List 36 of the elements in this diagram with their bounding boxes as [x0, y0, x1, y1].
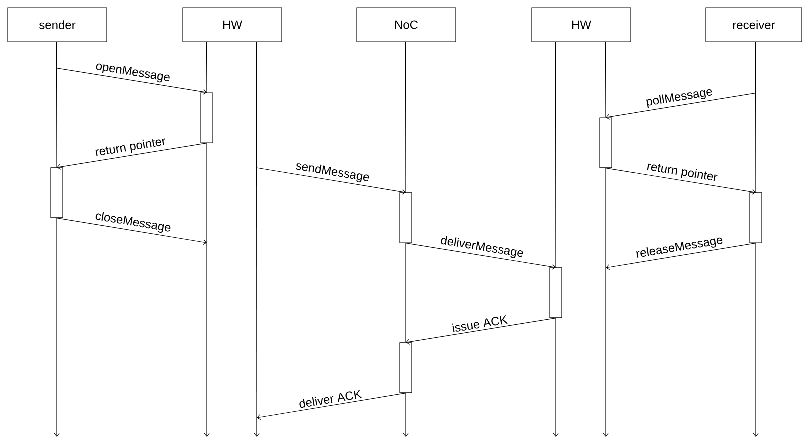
activation-bar	[600, 118, 612, 168]
edge-label: sendMessage	[294, 160, 372, 186]
lifeline	[403, 42, 409, 437]
edge-label: pollMessage	[644, 86, 715, 110]
lifeline	[204, 42, 210, 437]
message-arrow	[256, 168, 406, 195]
lifeline	[753, 42, 759, 437]
participant-box: HW	[532, 8, 632, 42]
edge-label: return pointer	[645, 160, 720, 186]
lifeline	[254, 42, 260, 437]
lifeline	[553, 42, 559, 437]
participant-box: receiver	[706, 8, 802, 42]
activation-bar	[200, 92, 214, 144]
message-arrow	[56, 218, 207, 246]
message-arrow	[56, 68, 207, 95]
activation-bar	[400, 342, 412, 394]
edge-label: issue ACK	[450, 314, 510, 334]
participant-box: HW	[182, 8, 282, 42]
activation-bar	[550, 268, 562, 318]
message-arrow	[406, 242, 556, 270]
activation-bar	[50, 168, 64, 218]
message-arrow	[257, 392, 406, 420]
message-arrow	[57, 142, 208, 170]
activation-bar	[400, 192, 412, 244]
lifeline	[54, 42, 60, 437]
message-arrow	[606, 168, 756, 195]
edge-label: openMessage	[94, 60, 172, 86]
participant-box: sender	[8, 8, 108, 42]
message-arrow	[406, 318, 556, 345]
message-arrow	[606, 93, 756, 120]
lifeline	[603, 42, 609, 437]
edge-label: return pointer	[93, 135, 168, 160]
edge-label: deliver ACK	[297, 388, 364, 410]
participant-box: NoC	[356, 8, 456, 42]
activation-bar	[750, 192, 762, 244]
message-arrow	[606, 242, 756, 270]
